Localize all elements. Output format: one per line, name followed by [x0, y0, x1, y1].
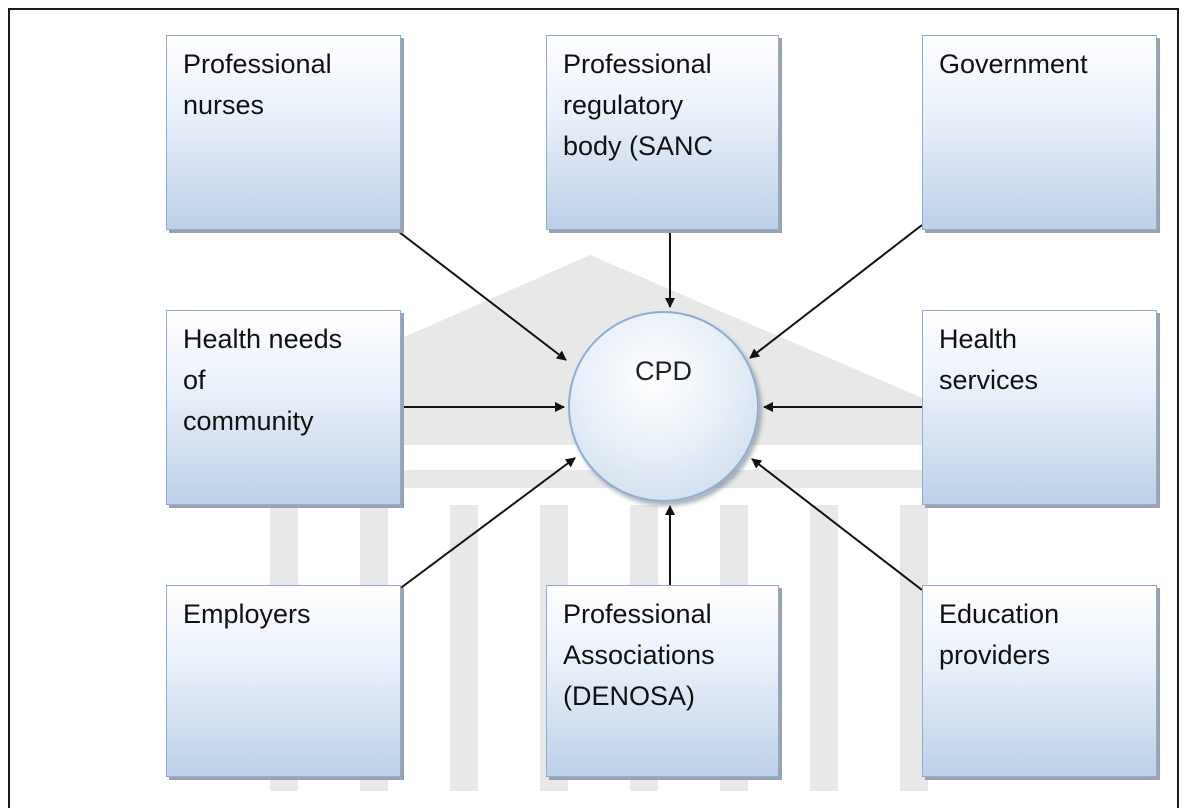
node-professional-nurses: Professional nurses	[166, 35, 401, 230]
node-label: Government	[939, 49, 1088, 79]
node-label: Health services	[939, 324, 1039, 395]
node-health-services: Health services	[922, 310, 1157, 505]
cpd-label: CPD	[634, 356, 692, 386]
edge-education-providers	[751, 458, 923, 591]
diagram-frame	[8, 8, 1179, 808]
edge-government	[749, 224, 923, 359]
node-professional-associations: Professional Associations (DENOSA)	[546, 585, 779, 777]
diagram-edges	[389, 224, 923, 591]
node-government: Government	[922, 35, 1157, 230]
node-regulatory-body: Professional regulatory body (SANC	[546, 35, 779, 230]
node-label: Education providers	[939, 599, 1060, 670]
node-label: Professional Associations (DENOSA)	[563, 599, 715, 711]
node-cpd: CPD	[568, 311, 759, 502]
node-health-needs: Health needs of community	[166, 310, 401, 505]
node-label: Professional regulatory body (SANC	[563, 49, 714, 161]
node-label: Employers	[183, 599, 311, 629]
node-label: Health needs of community	[183, 324, 343, 436]
node-education-providers: Education providers	[922, 585, 1157, 777]
edge-employers	[397, 457, 576, 591]
edge-professional-nurses	[389, 224, 567, 361]
node-label: Professional nurses	[183, 49, 332, 120]
node-employers: Employers	[166, 585, 401, 777]
